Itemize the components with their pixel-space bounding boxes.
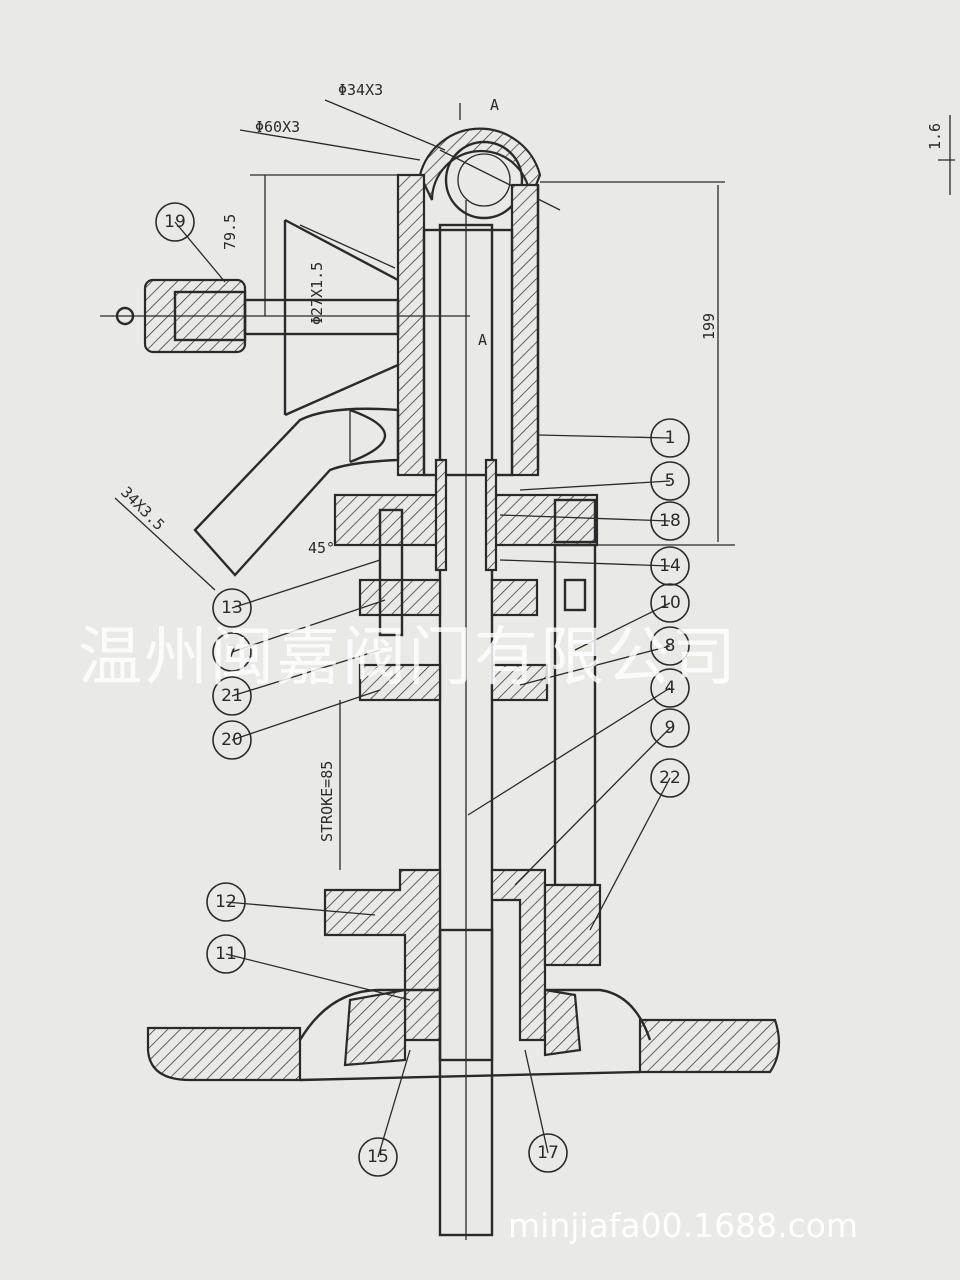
callout-circle	[650, 668, 690, 708]
callout-leader	[231, 599, 386, 653]
handwheel	[146, 988, 781, 1082]
dim-height-right: 199	[700, 313, 718, 340]
central-stem	[438, 200, 494, 1240]
part-label-20: 20	[221, 730, 243, 750]
dim-pipe-outer: Φ60X3	[255, 118, 300, 136]
dim-roughness: 1.6	[926, 123, 944, 150]
callout-leader	[537, 434, 671, 439]
callout-circle	[206, 882, 246, 922]
part-label-11: 11	[215, 944, 237, 964]
part-label-18: 18	[659, 511, 681, 531]
part-label-10: 10	[659, 593, 681, 613]
callout-circle	[212, 588, 252, 628]
dim-height-left: 79.5	[221, 214, 239, 250]
callout-leader	[519, 645, 671, 686]
callout-circle	[650, 758, 690, 798]
dim-pipe-top: Φ34X3	[338, 81, 383, 99]
callout-circle	[528, 1133, 568, 1173]
part-label-9: 9	[665, 718, 676, 738]
part-label-8: 8	[665, 636, 676, 656]
callout-leader	[225, 953, 411, 1001]
callout-leader	[225, 901, 376, 916]
part-label-22: 22	[659, 768, 681, 788]
part-label-21: 21	[221, 686, 243, 706]
part-label-4: 4	[665, 678, 676, 698]
callout-leader	[377, 1049, 411, 1158]
upper-flange	[333, 458, 599, 637]
outlet-pipe	[100, 278, 470, 354]
dimension-lines	[114, 99, 955, 870]
callout-leader	[589, 777, 671, 931]
section-a-top: A	[490, 96, 499, 114]
callout-circle	[650, 583, 690, 623]
callout-leader	[231, 649, 381, 697]
part-label-1: 1	[665, 428, 676, 448]
callout-leader	[499, 559, 671, 567]
part-label-19: 19	[164, 212, 186, 232]
funnel	[283, 218, 399, 417]
callout-leader	[231, 689, 381, 741]
callout-leader	[514, 727, 671, 886]
callout-circle	[155, 202, 195, 242]
callout-circle	[650, 546, 690, 586]
callout-leader	[574, 602, 671, 651]
part-label-7: 7	[227, 642, 238, 662]
callout-leader	[519, 480, 671, 491]
callout-circle	[212, 676, 252, 716]
callout-circle	[358, 1137, 398, 1177]
callout-leader	[231, 559, 381, 609]
callout-circle	[650, 461, 690, 501]
callout-circle	[650, 626, 690, 666]
part-label-13: 13	[221, 598, 243, 618]
callout-leader	[467, 687, 671, 816]
url-mark: minjiafa00.1688.com	[508, 1206, 859, 1245]
watermark: 温州闽嘉阀门有限公司	[78, 621, 738, 695]
part-label-15: 15	[367, 1147, 389, 1167]
callout-leader	[174, 221, 226, 283]
callout-circle	[212, 632, 252, 672]
callout-circle	[650, 501, 690, 541]
callout-circle	[650, 418, 690, 458]
dim-angled-pipe: 34X3.5	[117, 483, 168, 534]
side-rod	[553, 543, 597, 887]
callout-leader	[499, 514, 671, 522]
lower-guide	[358, 663, 549, 702]
dim-angle: 45°	[308, 539, 335, 557]
section-a-mid: A	[478, 331, 487, 349]
callout-circle	[206, 934, 246, 974]
callout-leader	[524, 1049, 549, 1154]
main-body	[396, 173, 540, 477]
part-label-17: 17	[537, 1143, 559, 1163]
callout-circle	[212, 720, 252, 760]
part-label-14: 14	[659, 556, 681, 576]
dim-stroke: STROKE=85	[318, 761, 336, 842]
dim-outlet-pipe: Φ27X1.5	[308, 262, 326, 325]
angled-pipe	[193, 407, 400, 577]
part-label-12: 12	[215, 892, 237, 912]
callout-circle	[650, 708, 690, 748]
part-label-5: 5	[665, 471, 676, 491]
